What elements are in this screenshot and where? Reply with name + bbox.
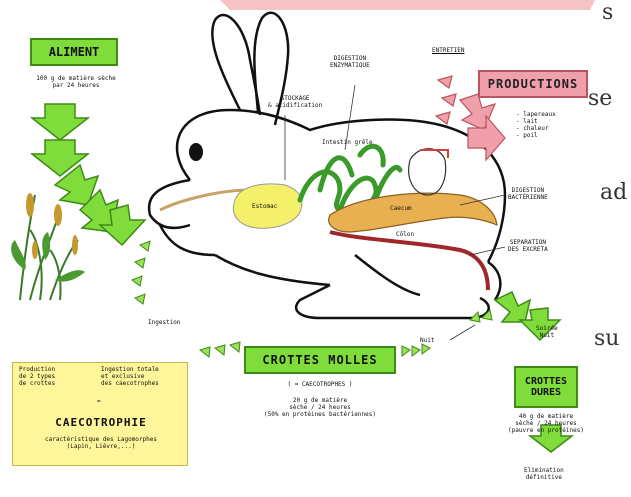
rabbit-eye [189, 143, 203, 161]
productions-box: PRODUCTIONS [478, 70, 588, 98]
crottes-dures-detail: 40 g de matière sèche / 24 heures (pauvr… [500, 414, 592, 435]
caecotrophie-title: CAECOTROPHIE [13, 417, 189, 430]
nuit-label: Nuit [420, 338, 434, 345]
entretien-label: ENTRETIEN [432, 48, 465, 55]
intake-arrows [32, 104, 145, 245]
ingestion-label: Ingestion [148, 320, 181, 327]
caecum-shape [329, 193, 497, 232]
soiree-label: Soirée Nuit [536, 326, 558, 340]
intestin-label: Intestin grêle [322, 140, 373, 147]
digestion-bacterienne-label: DIGESTION BACTÉRIENNE [508, 188, 548, 202]
side-text-4: su [594, 326, 619, 351]
caecum-label: Caecum [390, 206, 412, 213]
elimination-label: Elimination définitive [524, 468, 564, 482]
caeco-right-text: Ingestion totale et exclusive des caecot… [101, 367, 159, 388]
aliment-box: ALIMENT [30, 38, 118, 66]
side-text-3: ad [600, 180, 627, 205]
stockage-label: STOCKAGE & acidification [268, 96, 322, 110]
crottes-dures-box: CROTTES DURES [514, 366, 578, 408]
aliment-sub: 100 g de matière sèche par 24 heures [30, 76, 122, 90]
grass-seeds [26, 193, 78, 259]
caeco-left-text: Production de 2 types de crottes [19, 367, 55, 388]
side-text-2: se [588, 86, 612, 111]
caeco-plus: = [97, 399, 101, 406]
colon-shape [330, 232, 488, 290]
estomac-label: Estomac [252, 204, 277, 211]
prod-list: - lapereaux - lait - chaleur - poil [516, 112, 556, 140]
organ-sketch [409, 149, 446, 195]
crottes-molles-detail: 20 g de matière sèche / 24 heures (50% e… [244, 398, 396, 419]
side-text-1: s [602, 0, 613, 25]
caeco-sub-text: caractéristique des Lagomorphes (Lapin, … [13, 437, 189, 451]
caecotrophie-note: Production de 2 types de crottes Ingesti… [12, 362, 188, 466]
colon-label: Côlon [396, 232, 414, 239]
crottes-molles-sub: ( = CAECOTROPHES ) [244, 382, 396, 389]
crottes-molles-box: CROTTES MOLLES [244, 346, 396, 374]
top-band [220, 0, 595, 10]
digestion-enzymatique-label: DIGESTION ENZYMATIQUE [330, 56, 370, 70]
separation-label: SEPARATION DES EXCRETA [508, 240, 548, 254]
ingestion-chevrons [132, 241, 492, 357]
